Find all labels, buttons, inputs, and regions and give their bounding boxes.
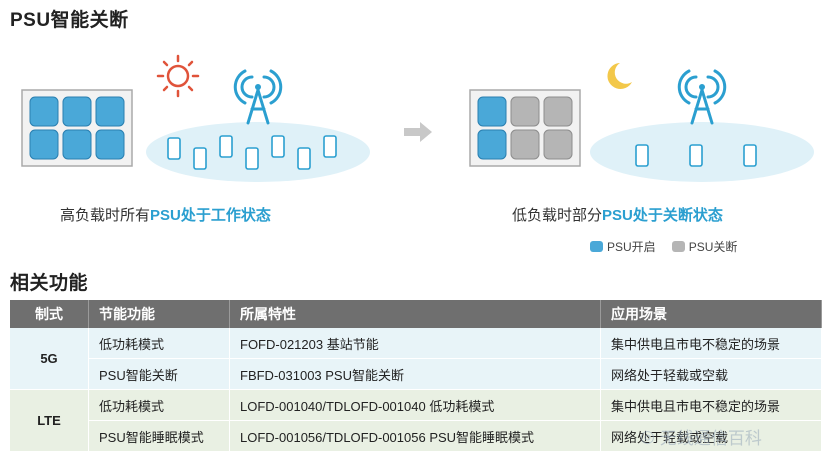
table-header-row: 制式 节能功能 所属特性 应用场景 bbox=[10, 300, 822, 328]
header-feature: 节能功能 bbox=[88, 300, 230, 328]
watermark: ◎ 无线通信百科 bbox=[640, 426, 762, 449]
antenna-icon bbox=[233, 69, 283, 125]
section-title: 相关功能 bbox=[10, 273, 89, 294]
low-load-caption: 低负载时部分PSU处于关断状态 bbox=[512, 207, 723, 224]
low-load-illustration bbox=[469, 63, 814, 182]
scenario-cell: 集中供电且市电不稳定的场景 bbox=[600, 328, 822, 359]
feature-cell: PSU智能关断 bbox=[88, 358, 230, 390]
psu-cabinet bbox=[21, 89, 133, 167]
phone-icons bbox=[167, 135, 337, 170]
moon-icon bbox=[607, 63, 632, 89]
legend-psu-on: PSU开启 bbox=[590, 238, 656, 255]
header-spec: 所属特性 bbox=[229, 300, 601, 328]
spec-cell: FBFD-031003 PSU智能关断 bbox=[229, 358, 601, 390]
spec-cell: FOFD-021203 基站节能 bbox=[229, 328, 601, 359]
scenario-cell: 网络处于轻载或空载 bbox=[600, 358, 822, 390]
antenna-icon bbox=[677, 69, 727, 125]
psu-cabinet bbox=[469, 89, 581, 167]
system-cell: 5G bbox=[10, 328, 89, 390]
spec-cell: LOFD-001040/TDLOFD-001040 低功耗模式 bbox=[229, 389, 601, 421]
wechat-icon: ◎ bbox=[640, 426, 655, 446]
system-cell: LTE bbox=[10, 389, 89, 452]
scenario-cell: 集中供电且市电不稳定的场景 bbox=[600, 389, 822, 421]
table-row: PSU智能睡眠模式 LOFD-001056/TDLOFD-001056 PSU智… bbox=[10, 420, 822, 452]
scenario-cell: 网络处于轻载或空载 bbox=[600, 420, 822, 452]
header-scenario: 应用场景 bbox=[600, 300, 822, 328]
features-table: 制式 节能功能 所属特性 应用场景 5G 低功耗模式 FOFD-021203 基… bbox=[10, 300, 822, 452]
psu-off-swatch bbox=[671, 241, 685, 252]
table-row: 5G 低功耗模式 FOFD-021203 基站节能 集中供电且市电不稳定的场景 bbox=[10, 328, 822, 390]
feature-cell: 低功耗模式 bbox=[88, 389, 230, 421]
legend-psu-off: PSU关断 bbox=[671, 238, 737, 255]
header-system: 制式 bbox=[10, 300, 89, 328]
sun-icon bbox=[156, 54, 200, 98]
table-row: LTE 低功耗模式 LOFD-001040/TDLOFD-001040 低功耗模… bbox=[10, 389, 822, 452]
high-load-caption: 高负载时所有PSU处于工作状态 bbox=[60, 207, 271, 224]
page-title: PSU智能关断 bbox=[10, 10, 129, 31]
table-row: PSU智能关断 FBFD-031003 PSU智能关断 网络处于轻载或空载 bbox=[10, 358, 822, 390]
psu-on-swatch bbox=[590, 241, 603, 252]
arrow-right-icon bbox=[404, 122, 432, 142]
spec-cell: LOFD-001056/TDLOFD-001056 PSU智能睡眠模式 bbox=[229, 420, 601, 452]
feature-cell: 低功耗模式 bbox=[88, 328, 230, 359]
phone-icons bbox=[635, 144, 757, 167]
high-load-illustration bbox=[21, 54, 370, 182]
feature-cell: PSU智能睡眠模式 bbox=[88, 420, 230, 452]
legend: PSU开启 PSU关断 bbox=[590, 238, 737, 255]
